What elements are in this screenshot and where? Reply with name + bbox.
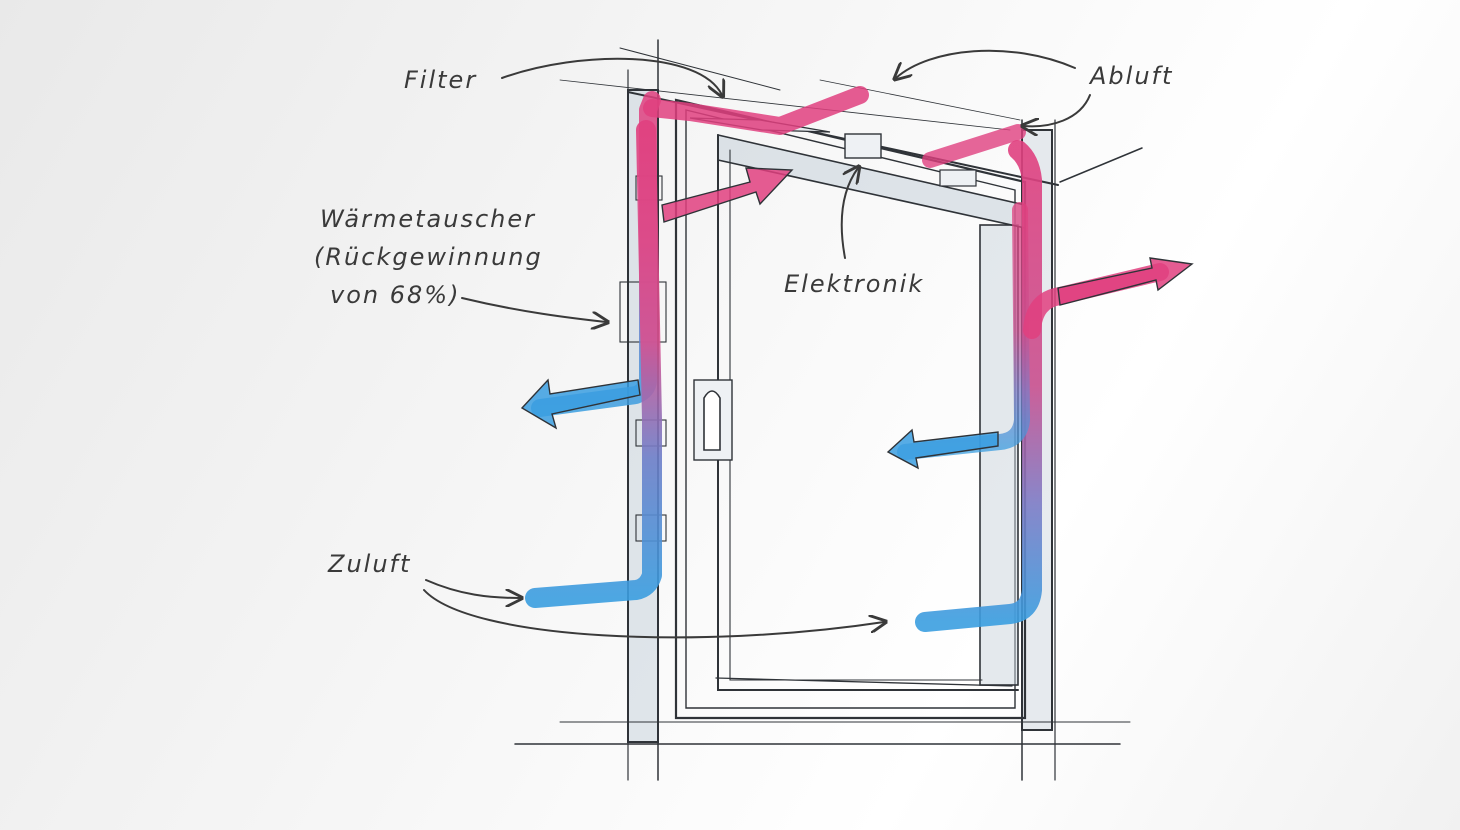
waermetauscher-line-3: von 68%) <box>330 281 461 309</box>
zuluft-pointer-2 <box>423 589 884 639</box>
zuluft-pointer-1 <box>425 579 520 598</box>
top-duct-left <box>643 86 869 135</box>
elektronik-pointer <box>840 168 858 259</box>
waermetauscher-pointer <box>461 297 606 322</box>
abluft-pointer-1 <box>896 49 1076 78</box>
warm-air-arrow-inside <box>661 167 794 223</box>
filter-pointer <box>501 57 722 95</box>
top-duct-right <box>922 124 1026 168</box>
filter-label: Filter <box>404 66 478 94</box>
wall-frame <box>514 39 1143 781</box>
warm-air-arrow-outside <box>1057 257 1194 306</box>
elektronik-label: Elektronik <box>784 270 925 298</box>
waermetauscher-line-2: (Rückgewinnung <box>314 243 543 271</box>
waermetauscher-label: Wärmetauscher (Rückgewinnung von 68%) <box>314 200 543 314</box>
abluft-pointer-2 <box>1024 94 1091 126</box>
cool-air-arrow-right <box>886 428 999 470</box>
zuluft-label: Zuluft <box>328 550 412 578</box>
window-handle <box>693 379 733 461</box>
flow-arrows <box>520 167 1194 470</box>
waermetauscher-line-1: Wärmetauscher <box>320 205 537 233</box>
supply-duct-left <box>525 120 662 608</box>
supply-duct-right <box>915 140 1042 632</box>
label-pointers <box>423 49 1091 639</box>
abluft-label: Abluft <box>1090 62 1174 90</box>
cool-air-arrow-left <box>520 378 641 430</box>
inner-duct-right <box>897 202 1030 460</box>
